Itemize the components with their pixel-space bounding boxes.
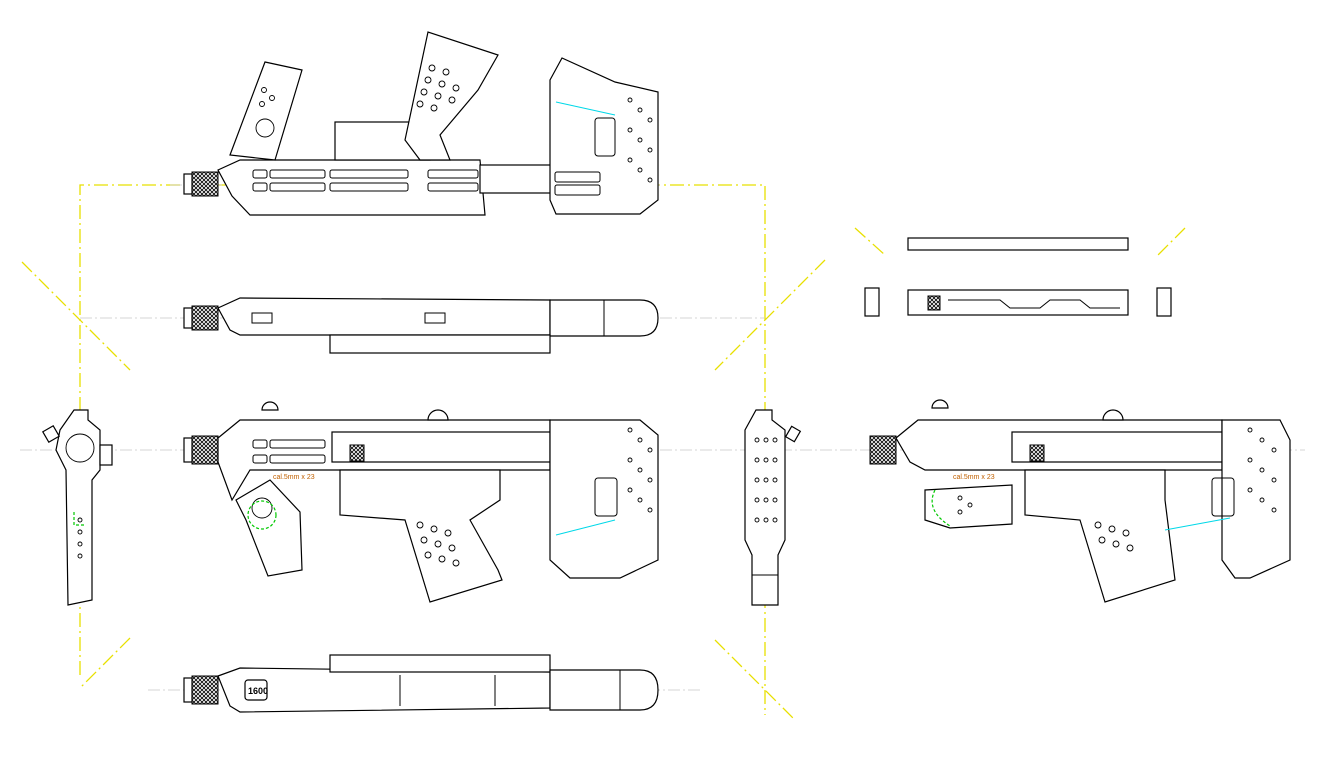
bottom-marking: 1600 [248,686,268,696]
caliber-label-right: cal.5mm x 23 [953,474,995,481]
bottom-view: 1600 [183,654,659,713]
rail-detail [864,237,1172,317]
grip-holes [416,427,653,567]
side-view-main: cal.5mm x 23 [183,401,659,603]
top-view [183,297,659,354]
grip-holes [259,64,653,183]
caliber-label: cal.5mm x 23 [273,474,315,481]
side-view-right: cal.5mm x 23 [869,399,1291,603]
side-view-folded [183,31,659,216]
rear-view [744,409,802,606]
front-view [41,409,113,606]
